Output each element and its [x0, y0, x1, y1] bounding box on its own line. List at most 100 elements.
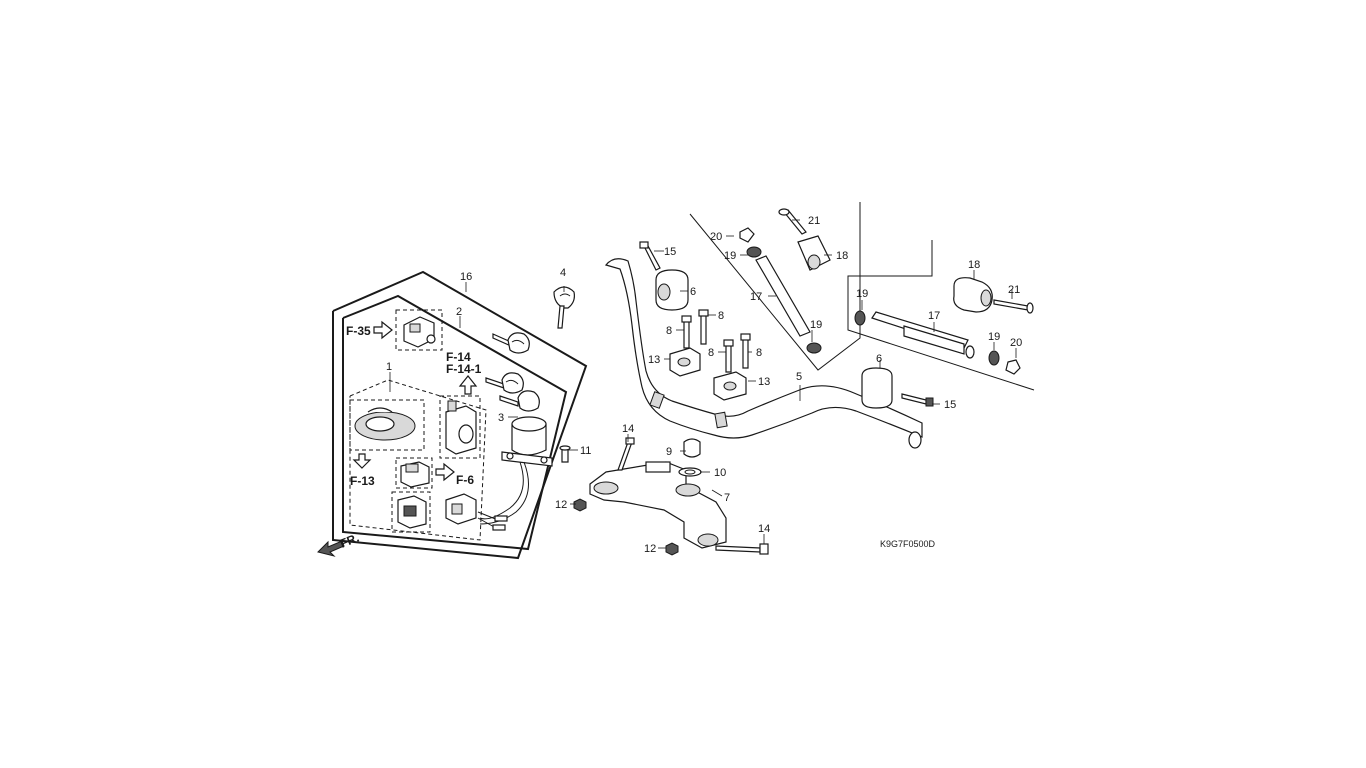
bolt-15-top: [639, 241, 661, 271]
bolt-8-d: [740, 333, 751, 369]
weight-6-top: [655, 269, 689, 311]
harness-terminal-1: [494, 515, 508, 522]
bridge-bore-right: [697, 533, 719, 547]
steering-stem-group: [573, 437, 769, 556]
rod-17-end: [965, 345, 975, 359]
inset-upper-right: [689, 202, 861, 371]
harness-terminal-2: [492, 524, 506, 531]
leader-lines: [389, 219, 1017, 549]
box-f6-top: [395, 457, 433, 489]
label-part-19-upper-b: 19: [810, 319, 822, 331]
front-marker-label: FR.: [338, 531, 361, 551]
weight-18-upper: [797, 235, 831, 271]
knurl-right: [714, 411, 728, 429]
inset-lower-frame: [847, 240, 1035, 391]
label-part-14-bottom: 14: [758, 523, 770, 535]
label-part-16: 16: [460, 271, 472, 283]
label-part-1: 1: [386, 361, 392, 373]
harness-coupler-face: [451, 503, 463, 515]
clip-20-upper: [739, 227, 755, 243]
nut-12-bottom: [665, 542, 679, 556]
nut-12-left: [573, 498, 587, 512]
seal-cover-top: [365, 416, 395, 432]
label-part-17-upper: 17: [750, 291, 762, 303]
key-1: [553, 286, 575, 329]
bolt-8-c: [723, 339, 734, 373]
inset-lower-right: [847, 240, 1035, 391]
label-part-8-b: 8: [718, 310, 724, 322]
holder-left-bore: [677, 357, 691, 367]
label-part-8-d: 8: [756, 347, 762, 359]
frame-2: [342, 294, 568, 551]
label-part-9: 9: [666, 446, 672, 458]
stem-nut-9: [683, 438, 701, 458]
label-part-17-lower: 17: [928, 310, 940, 322]
label-part-21-upper: 21: [808, 215, 820, 227]
label-part-8-c: 8: [708, 347, 714, 359]
ignition-switch-top: [511, 416, 547, 432]
label-part-12-bottom: 12: [644, 543, 656, 555]
arrow-f6: [435, 462, 455, 482]
rubber-19-upper-b: [806, 342, 822, 354]
part-number-labels: 1 2 3 4 5 6 6 7 8 8 8 8 9 10 11 12 12 13…: [386, 215, 1022, 555]
box-f35: [395, 309, 443, 351]
switch-housing-tab: [447, 400, 457, 412]
bolt-14-top: [617, 437, 635, 471]
label-part-12-left: 12: [555, 499, 567, 511]
label-part-18-lower: 18: [968, 259, 980, 271]
holder-right-bore: [723, 381, 737, 391]
label-part-10: 10: [714, 467, 726, 479]
key-3: [485, 372, 524, 394]
ref-f6: F-6: [456, 473, 474, 487]
label-part-6-top: 6: [690, 286, 696, 298]
box-f14: [439, 395, 481, 459]
arrow-f14: [458, 375, 478, 395]
rubber-19-lower-a: [854, 310, 866, 326]
label-part-7: 7: [724, 492, 730, 504]
arrow-f35: [373, 320, 393, 340]
coupler-pins: [403, 505, 417, 517]
bridge-boss: [645, 461, 671, 473]
screw-11: [559, 445, 571, 463]
bolt-8-a: [681, 315, 692, 349]
connector-cap-slot: [405, 463, 419, 473]
key-4: [499, 390, 540, 412]
label-part-18-upper: 18: [836, 250, 848, 262]
label-part-15-lower: 15: [944, 399, 956, 411]
key-2: [492, 332, 530, 354]
knurl-left: [649, 391, 665, 409]
label-part-8-a: 8: [666, 325, 672, 337]
rod-17-upper: [755, 255, 811, 337]
box-f13: [349, 399, 425, 451]
ignition-switch-group: [317, 270, 588, 560]
section-reference-labels: F-35 F-14 F-14-1 F-13 F-6 FR. K9G7F0500D: [338, 324, 936, 551]
label-part-19-lower-a: 19: [856, 288, 868, 300]
seal-cover-ridge: [367, 407, 393, 413]
label-part-13-right: 13: [758, 376, 770, 388]
wire-harness-2: [479, 461, 529, 525]
switch-housing-bore: [458, 424, 474, 444]
label-part-20-upper: 20: [710, 231, 722, 243]
flange-hole-right: [540, 456, 548, 464]
ref-f14: F-14: [446, 350, 471, 364]
label-part-13-left: 13: [648, 354, 660, 366]
weight-6-lower: [861, 367, 893, 409]
cover-slot: [409, 323, 421, 333]
handlebar-pipe-5: [604, 258, 923, 439]
bolt-8-b: [698, 309, 709, 345]
drawing-code: K9G7F0500D: [880, 539, 936, 549]
screw-21-lower: [993, 299, 1034, 314]
label-part-15-top: 15: [664, 246, 676, 258]
ref-f35: F-35: [346, 324, 371, 338]
label-part-19-lower-b: 19: [988, 331, 1000, 343]
cover-pin: [426, 334, 436, 344]
arrow-f13: [352, 453, 372, 469]
handlebar-end: [908, 431, 922, 449]
label-part-4: 4: [560, 267, 566, 279]
ignition-switch-flange: [501, 451, 553, 467]
screw-21-upper: [778, 208, 807, 235]
bolt-15-lower: [901, 393, 934, 407]
handlebar-group: [604, 241, 923, 449]
flange-hole-left: [506, 452, 514, 460]
